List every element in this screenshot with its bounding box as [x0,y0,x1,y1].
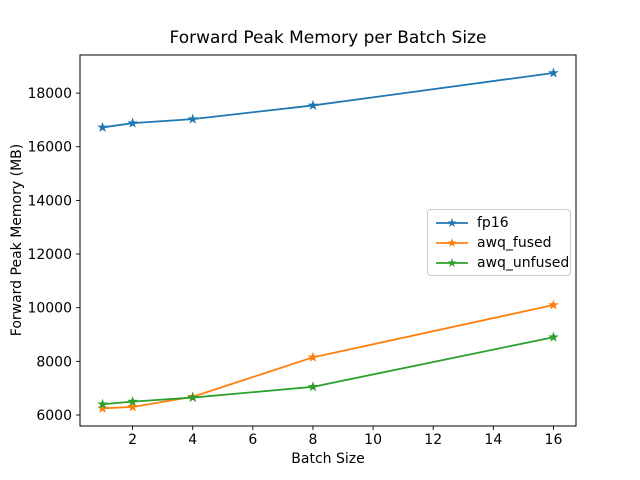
marker-star-fp16 [127,117,138,128]
y-tick-label: 8000 [36,354,72,370]
legend: fp16 awq_fused awq_unfused [427,209,571,276]
marker-star-awq_fused [307,351,319,362]
marker-star-fp16 [307,99,319,110]
x-tick-label: 2 [128,432,137,448]
marker-star-fp16 [187,113,199,124]
legend-line-sample-awq_unfused [436,258,468,267]
y-tick-label: 10000 [27,301,72,317]
legend-item-fp16: fp16 [435,213,570,233]
x-tick-label: 12 [424,432,442,448]
marker-star-awq_unfused [187,391,199,403]
legend-label: fp16 [477,215,509,231]
x-tick-label: 14 [484,432,502,448]
x-axis-label: Batch Size [291,451,365,467]
legend-label: awq_unfused [477,255,570,271]
y-tick-label: 12000 [27,247,72,263]
legend-label: awq_fused [477,235,552,251]
series-line-awq_fused [101,304,555,410]
y-tick-label: 18000 [27,86,72,102]
marker-star-fp16 [548,67,559,78]
marker-star-awq_unfused [548,331,559,342]
marker-star-awq_unfused [127,395,138,407]
y-tick-label: 14000 [27,193,72,209]
x-tick-label: 10 [364,432,382,448]
axes-spines [79,54,577,427]
legend-item-awq_unfused: awq_unfused [435,253,570,273]
marker-star-awq_fused [127,401,138,412]
y-tick-label: 6000 [36,408,72,424]
series-line-fp16 [101,72,555,129]
legend-sample-star-icon [447,218,457,227]
marker-star-awq_fused [548,299,559,310]
marker-star-awq_fused [97,402,108,413]
x-tick-label: 6 [248,432,257,448]
marker-star-awq_unfused [307,381,319,392]
legend-sample-star-icon [447,238,457,247]
legend-sample-star-icon [447,258,457,267]
chart-title: Forward Peak Memory per Batch Size [169,28,487,48]
x-tick-label: 8 [309,432,318,448]
legend-line-sample-awq_fused [436,238,468,247]
marker-star-awq_unfused [97,398,108,409]
legend-item-awq_fused: awq_fused [435,233,570,253]
series-line-awq_unfused [101,336,555,406]
y-axis-label: Forward Peak Memory (MB) [9,143,25,337]
x-tick-label: 4 [188,432,197,448]
y-tick-label: 16000 [27,140,72,156]
legend-line-sample-fp16 [436,218,468,227]
x-tick-label: 16 [545,432,563,448]
marker-star-fp16 [97,121,108,132]
